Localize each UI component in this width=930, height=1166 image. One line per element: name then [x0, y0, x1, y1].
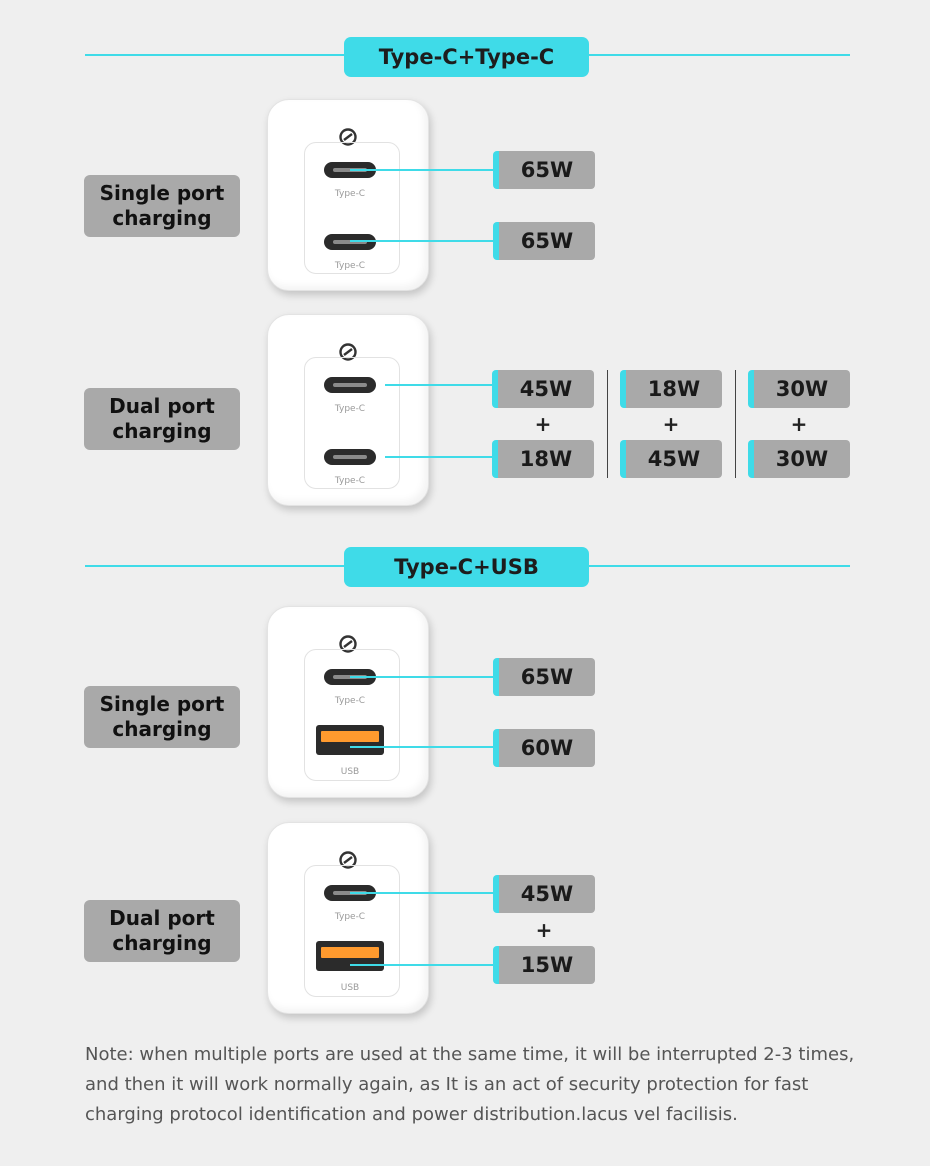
connector-line — [350, 746, 494, 748]
section-divider-right — [587, 565, 850, 567]
dual-port-label-text: Dual port charging — [109, 906, 215, 955]
single-port-label-text: Single port charging — [99, 181, 225, 230]
usb-port-icon — [316, 725, 384, 755]
typec-port-icon — [324, 449, 376, 465]
typec-port-icon — [324, 377, 376, 393]
port-label: Type-C — [334, 912, 366, 922]
power-ring-icon — [339, 851, 357, 869]
charger-image: Type-C USB — [267, 606, 429, 798]
port-frame — [304, 142, 400, 274]
dual-port-label: Dual port charging — [84, 900, 240, 962]
port-frame — [304, 357, 400, 489]
single-port-label-text: Single port charging — [99, 692, 225, 741]
wattage-badge: 18W — [620, 370, 722, 408]
section-divider-left — [85, 54, 347, 56]
port-label: Type-C — [334, 476, 366, 486]
charger-image: Type-C Type-C — [267, 99, 429, 291]
plus-sign: + — [662, 412, 680, 436]
port-label: Type-C — [334, 189, 366, 199]
wattage-badge: 65W — [493, 658, 595, 696]
port-frame — [304, 865, 400, 997]
section-divider-right — [587, 54, 850, 56]
connector-line — [385, 456, 493, 458]
dual-port-label: Dual port charging — [84, 388, 240, 450]
power-ring-icon — [339, 343, 357, 361]
wattage-badge: 65W — [493, 151, 595, 189]
port-label: USB — [340, 983, 360, 993]
usb-port-icon — [316, 941, 384, 971]
plus-sign: + — [790, 412, 808, 436]
power-ring-icon — [339, 128, 357, 146]
connector-line — [350, 169, 494, 171]
single-port-label: Single port charging — [84, 686, 240, 748]
port-label: Type-C — [334, 404, 366, 414]
power-ring-icon — [339, 635, 357, 653]
single-port-label: Single port charging — [84, 175, 240, 237]
combo-separator — [735, 370, 736, 478]
charger-image: Type-C USB — [267, 822, 429, 1014]
port-label: Type-C — [334, 261, 366, 271]
wattage-badge: 30W — [748, 440, 850, 478]
wattage-badge: 65W — [493, 222, 595, 260]
port-label: USB — [340, 767, 360, 777]
connector-line — [350, 964, 494, 966]
port-frame — [304, 649, 400, 781]
port-label: Type-C — [334, 696, 366, 706]
section-title-typec-usb: Type-C+USB — [344, 547, 589, 587]
connector-line — [350, 676, 494, 678]
plus-sign: + — [535, 918, 553, 942]
connector-line — [350, 240, 494, 242]
wattage-badge: 45W — [620, 440, 722, 478]
wattage-badge: 45W — [493, 875, 595, 913]
wattage-badge: 45W — [492, 370, 594, 408]
typec-port-icon — [324, 234, 376, 250]
dual-port-label-text: Dual port charging — [109, 394, 215, 443]
section-divider-left — [85, 565, 347, 567]
section-title-typec-typec: Type-C+Type-C — [344, 37, 589, 77]
connector-line — [385, 384, 493, 386]
wattage-badge: 30W — [748, 370, 850, 408]
wattage-badge: 60W — [493, 729, 595, 767]
plus-sign: + — [534, 412, 552, 436]
combo-separator — [607, 370, 608, 478]
wattage-badge: 18W — [492, 440, 594, 478]
wattage-badge: 15W — [493, 946, 595, 984]
footnote: Note: when multiple ports are used at th… — [85, 1044, 855, 1125]
charger-image: Type-C Type-C — [267, 314, 429, 506]
connector-line — [350, 892, 494, 894]
